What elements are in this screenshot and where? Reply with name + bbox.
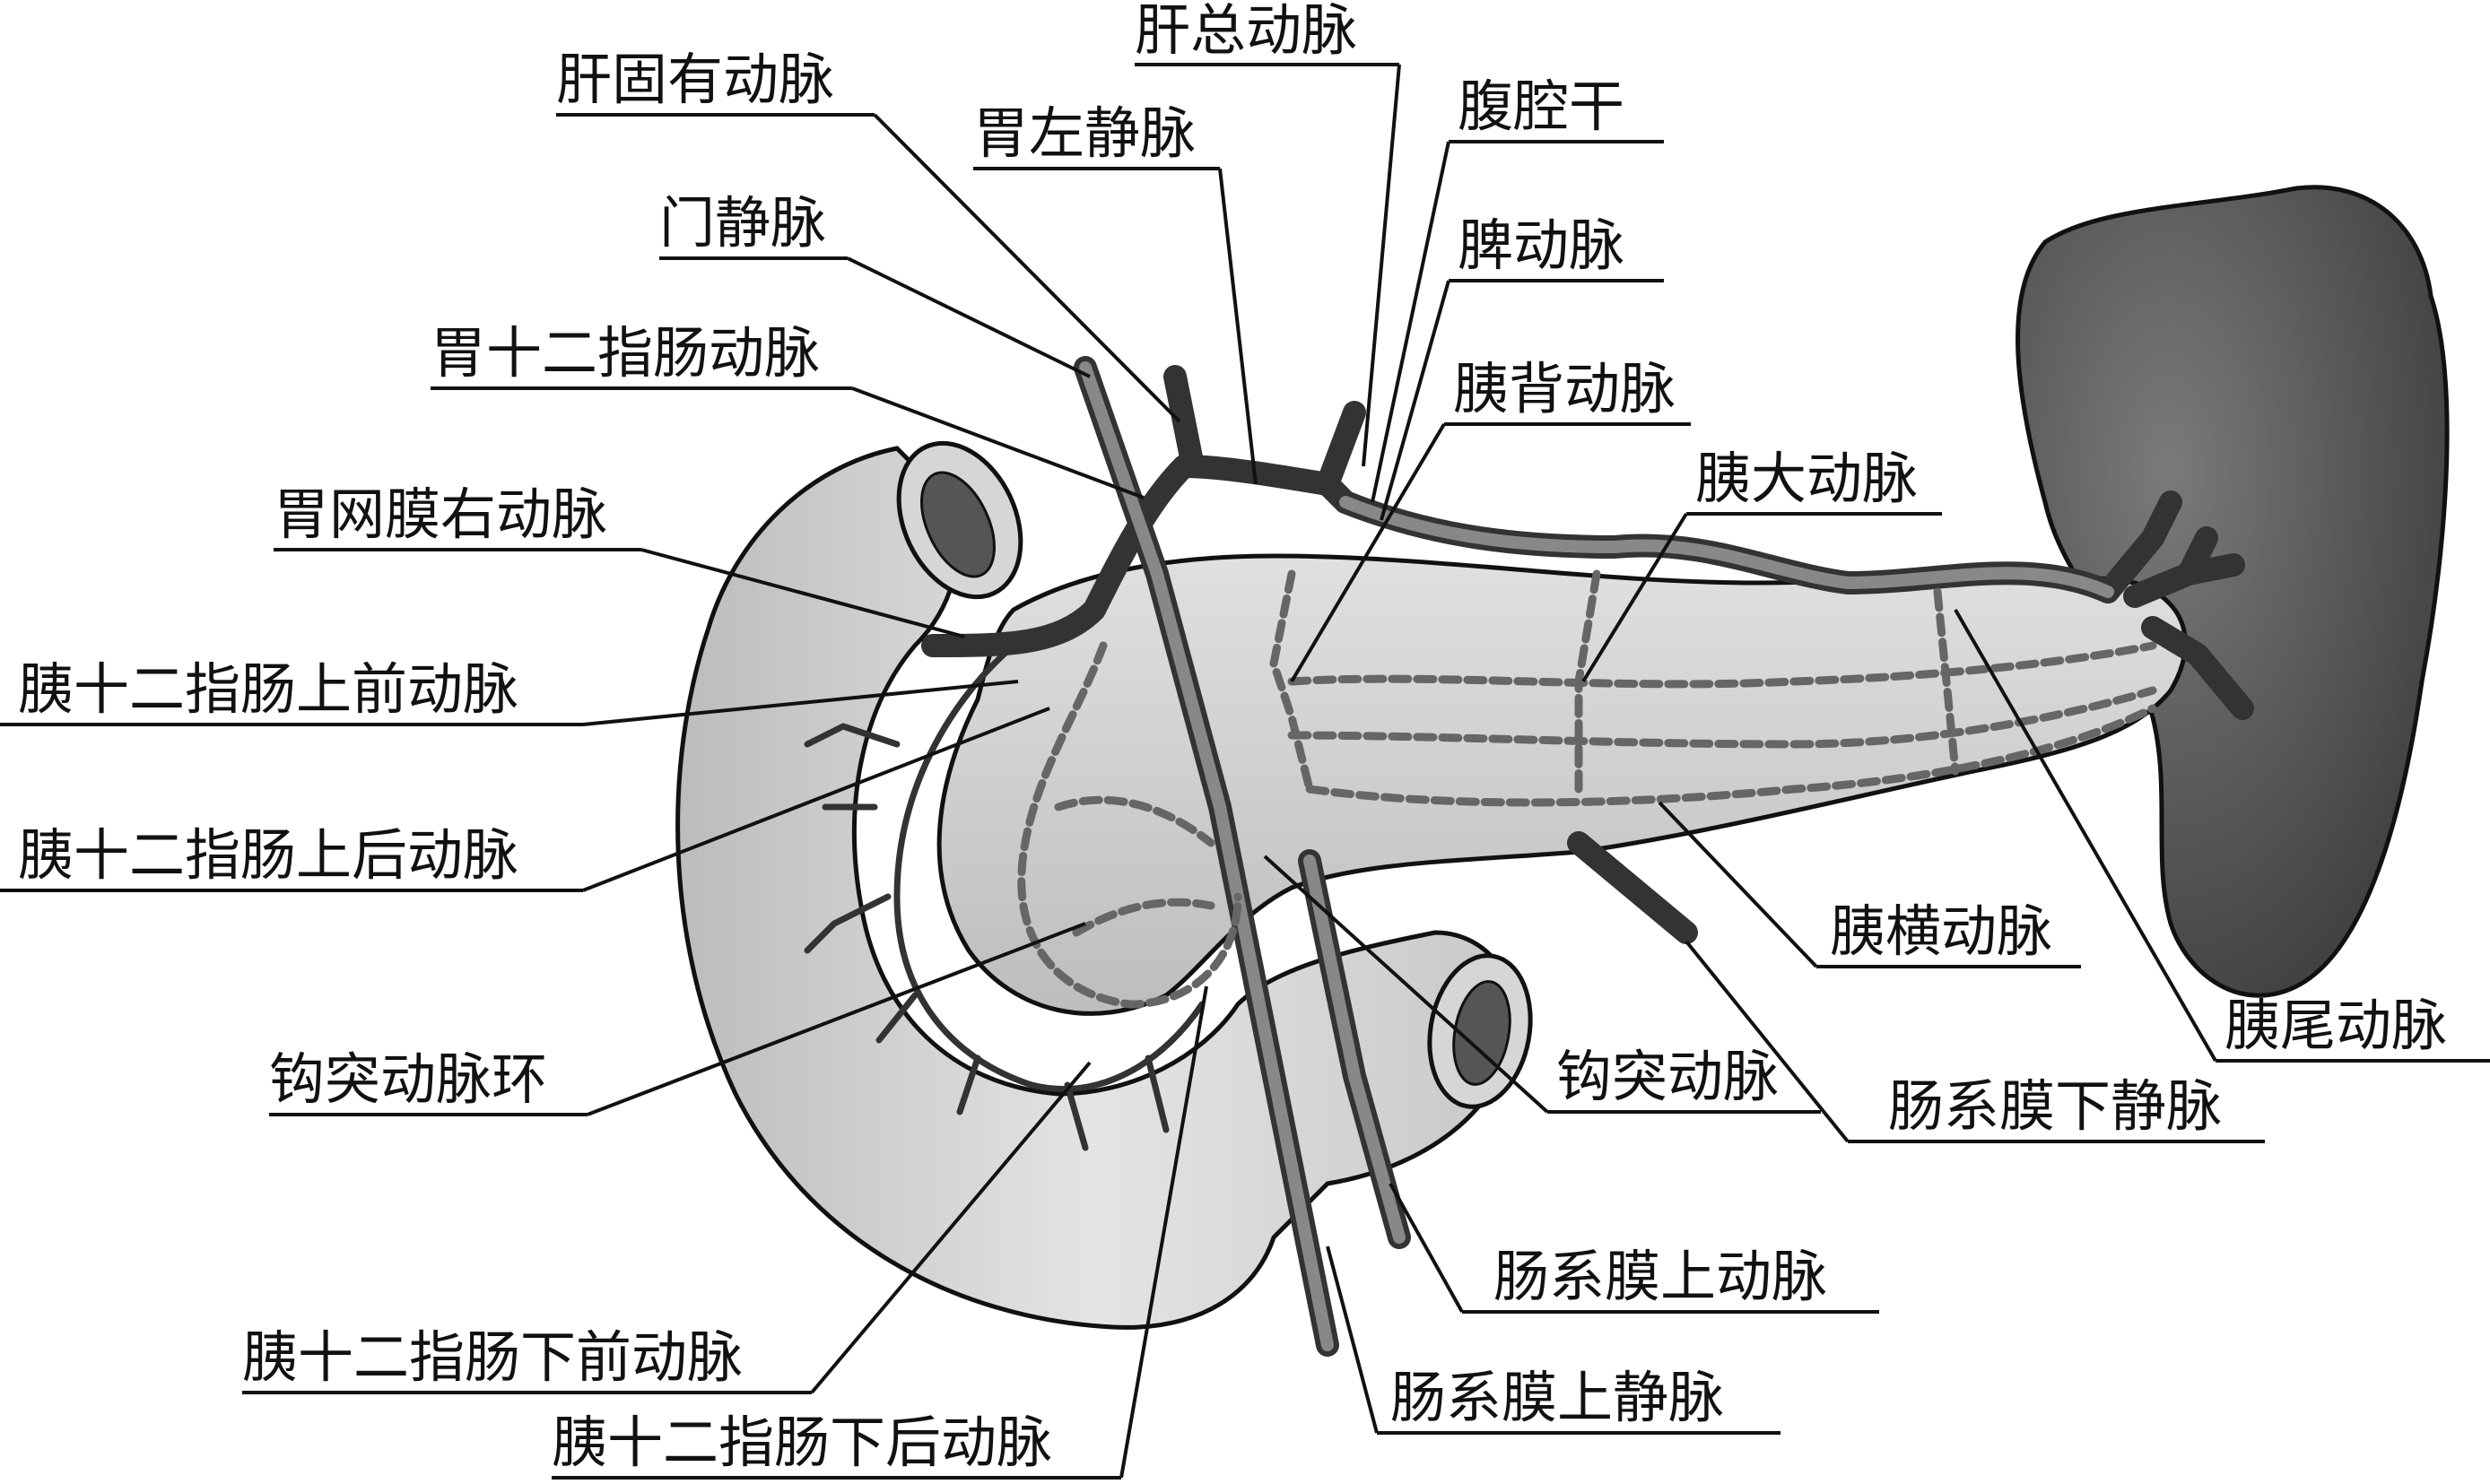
label-splenic-artery: 脾动脉: [1458, 213, 1624, 278]
label-transverse-pancreatic-artery: 胰横动脉: [1830, 898, 2052, 964]
label-proper-hepatic-artery: 肝固有动脉: [556, 47, 834, 112]
label-gastroduodenal-artery: 胃十二指肠动脉: [431, 320, 820, 386]
label-aip-duodenal-artery: 胰十二指肠下前动脉: [242, 1324, 743, 1390]
label-inferior-mesenteric-vein: 肠系膜下静脉: [1888, 1073, 2222, 1139]
label-superior-mesenteric-artery: 肠系膜上动脉: [1493, 1244, 1827, 1309]
label-dorsal-pancreatic-artery: 胰背动脉: [1453, 356, 1676, 421]
label-pip-duodenal-artery: 胰十二指肠下后动脉: [552, 1410, 1052, 1475]
label-left-gastric-vein: 胃左静脉: [973, 100, 1196, 166]
label-psp-duodenal-artery: 胰十二指肠上后动脉: [18, 822, 518, 888]
label-common-hepatic-artery: 肝总动脉: [1135, 0, 1357, 63]
intrapancreatic-arteries: [1017, 569, 2157, 1009]
label-celiac-trunk: 腹腔干: [1458, 74, 1624, 139]
label-right-gastroepiploic-artery: 胃网膜右动脉: [274, 482, 607, 547]
label-uncinate-arterial-ring: 钩突动脉环: [269, 1046, 547, 1112]
label-asp-duodenal-artery: 胰十二指肠上前动脉: [18, 656, 518, 722]
label-uncinate-artery: 钩突动脉: [1556, 1044, 1779, 1109]
label-great-pancreatic-artery: 胰大动脉: [1695, 446, 1918, 511]
duodenal-arcades: [804, 642, 1206, 1151]
label-caudal-pancreatic-artery: 胰尾动脉: [2224, 993, 2447, 1058]
pancreas-illustration: [936, 553, 2188, 1016]
label-superior-mesenteric-vein: 肠系膜上静脉: [1390, 1365, 1724, 1430]
label-portal-vein: 门静脉: [659, 190, 826, 256]
